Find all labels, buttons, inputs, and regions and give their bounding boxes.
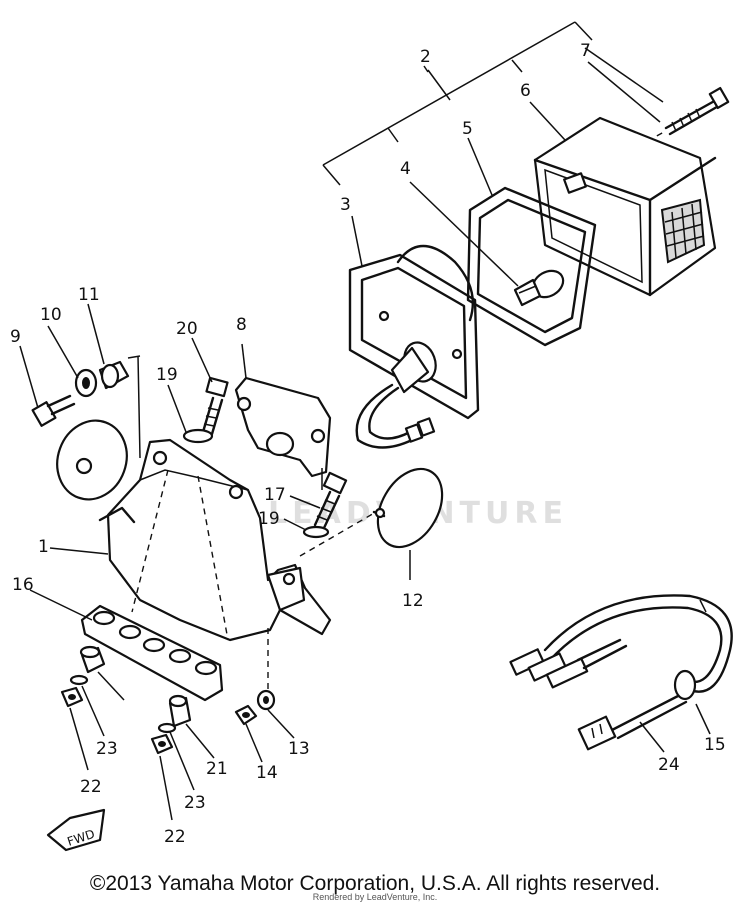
label-20: 20	[176, 319, 198, 339]
part-12-reflector	[299, 467, 444, 557]
part-13-washer	[256, 689, 276, 711]
label-2: 2	[420, 47, 431, 67]
part-20-bolt	[201, 376, 229, 436]
part-19-washer-lower	[302, 525, 330, 539]
part-21-grommet	[168, 694, 192, 728]
label-10: 10	[40, 305, 62, 325]
leader-lines	[19, 61, 711, 821]
part-5-gasket	[466, 186, 597, 347]
part-1-main-bracket	[98, 438, 332, 642]
copyright-notice: ©2013 Yamaha Motor Corporation, U.S.A. A…	[89, 872, 661, 895]
part-23-washer-left	[69, 674, 89, 686]
reflector-grid	[660, 198, 706, 264]
part-19-washer-upper	[182, 428, 214, 444]
label-6: 6	[520, 81, 531, 101]
part-18-grommet	[79, 645, 106, 674]
part-6-lens-housing	[533, 116, 717, 297]
part-24-wire-harness	[509, 594, 733, 751]
label-1: 1	[38, 537, 49, 557]
label-21: 21	[206, 759, 228, 779]
label-22-right: 22	[164, 827, 186, 847]
label-23-left: 23	[96, 739, 118, 759]
label-9: 9	[10, 327, 21, 347]
label-16: 16	[12, 575, 34, 595]
part-4-bulb	[513, 269, 565, 307]
part-23-washer-right	[157, 722, 177, 734]
label-22-left: 22	[80, 777, 102, 797]
part-14-nut	[234, 704, 258, 726]
fwd-arrow-icon: FWD	[46, 808, 106, 852]
label-13: 13	[288, 739, 310, 759]
assembly-bracket-lines	[322, 21, 664, 186]
part-8-bracket-plate	[234, 376, 332, 490]
part-number-labels: 2 7 6 5 4 3 8 20 19 9 10 11 1 17 19 12 1…	[10, 41, 726, 847]
label-19-upper: 19	[156, 365, 178, 385]
part-9-bolt	[31, 394, 76, 427]
label-14: 14	[256, 763, 278, 783]
label-12: 12	[402, 591, 424, 611]
label-23-right: 23	[184, 793, 206, 813]
part-3-base-plate	[348, 244, 480, 449]
part-22-nut-right	[150, 733, 174, 755]
part-10-washer	[74, 368, 98, 398]
label-7: 7	[580, 41, 591, 61]
part-17-bolt	[313, 471, 348, 530]
part-16-license-light	[80, 604, 224, 702]
label-17: 17	[264, 485, 286, 505]
label-5: 5	[462, 119, 473, 139]
label-11: 11	[78, 285, 100, 305]
rendered-by-note: Rendered by LeadVenture, Inc.	[312, 892, 438, 902]
label-4: 4	[400, 159, 411, 179]
label-24: 24	[658, 755, 680, 775]
part-22-nut-left	[60, 686, 84, 708]
label-3: 3	[340, 195, 351, 215]
label-15: 15	[704, 735, 726, 755]
label-19-lower: 19	[258, 509, 280, 529]
label-8: 8	[236, 315, 247, 335]
left-reflector	[56, 355, 141, 501]
part-11-spacer	[98, 360, 130, 390]
